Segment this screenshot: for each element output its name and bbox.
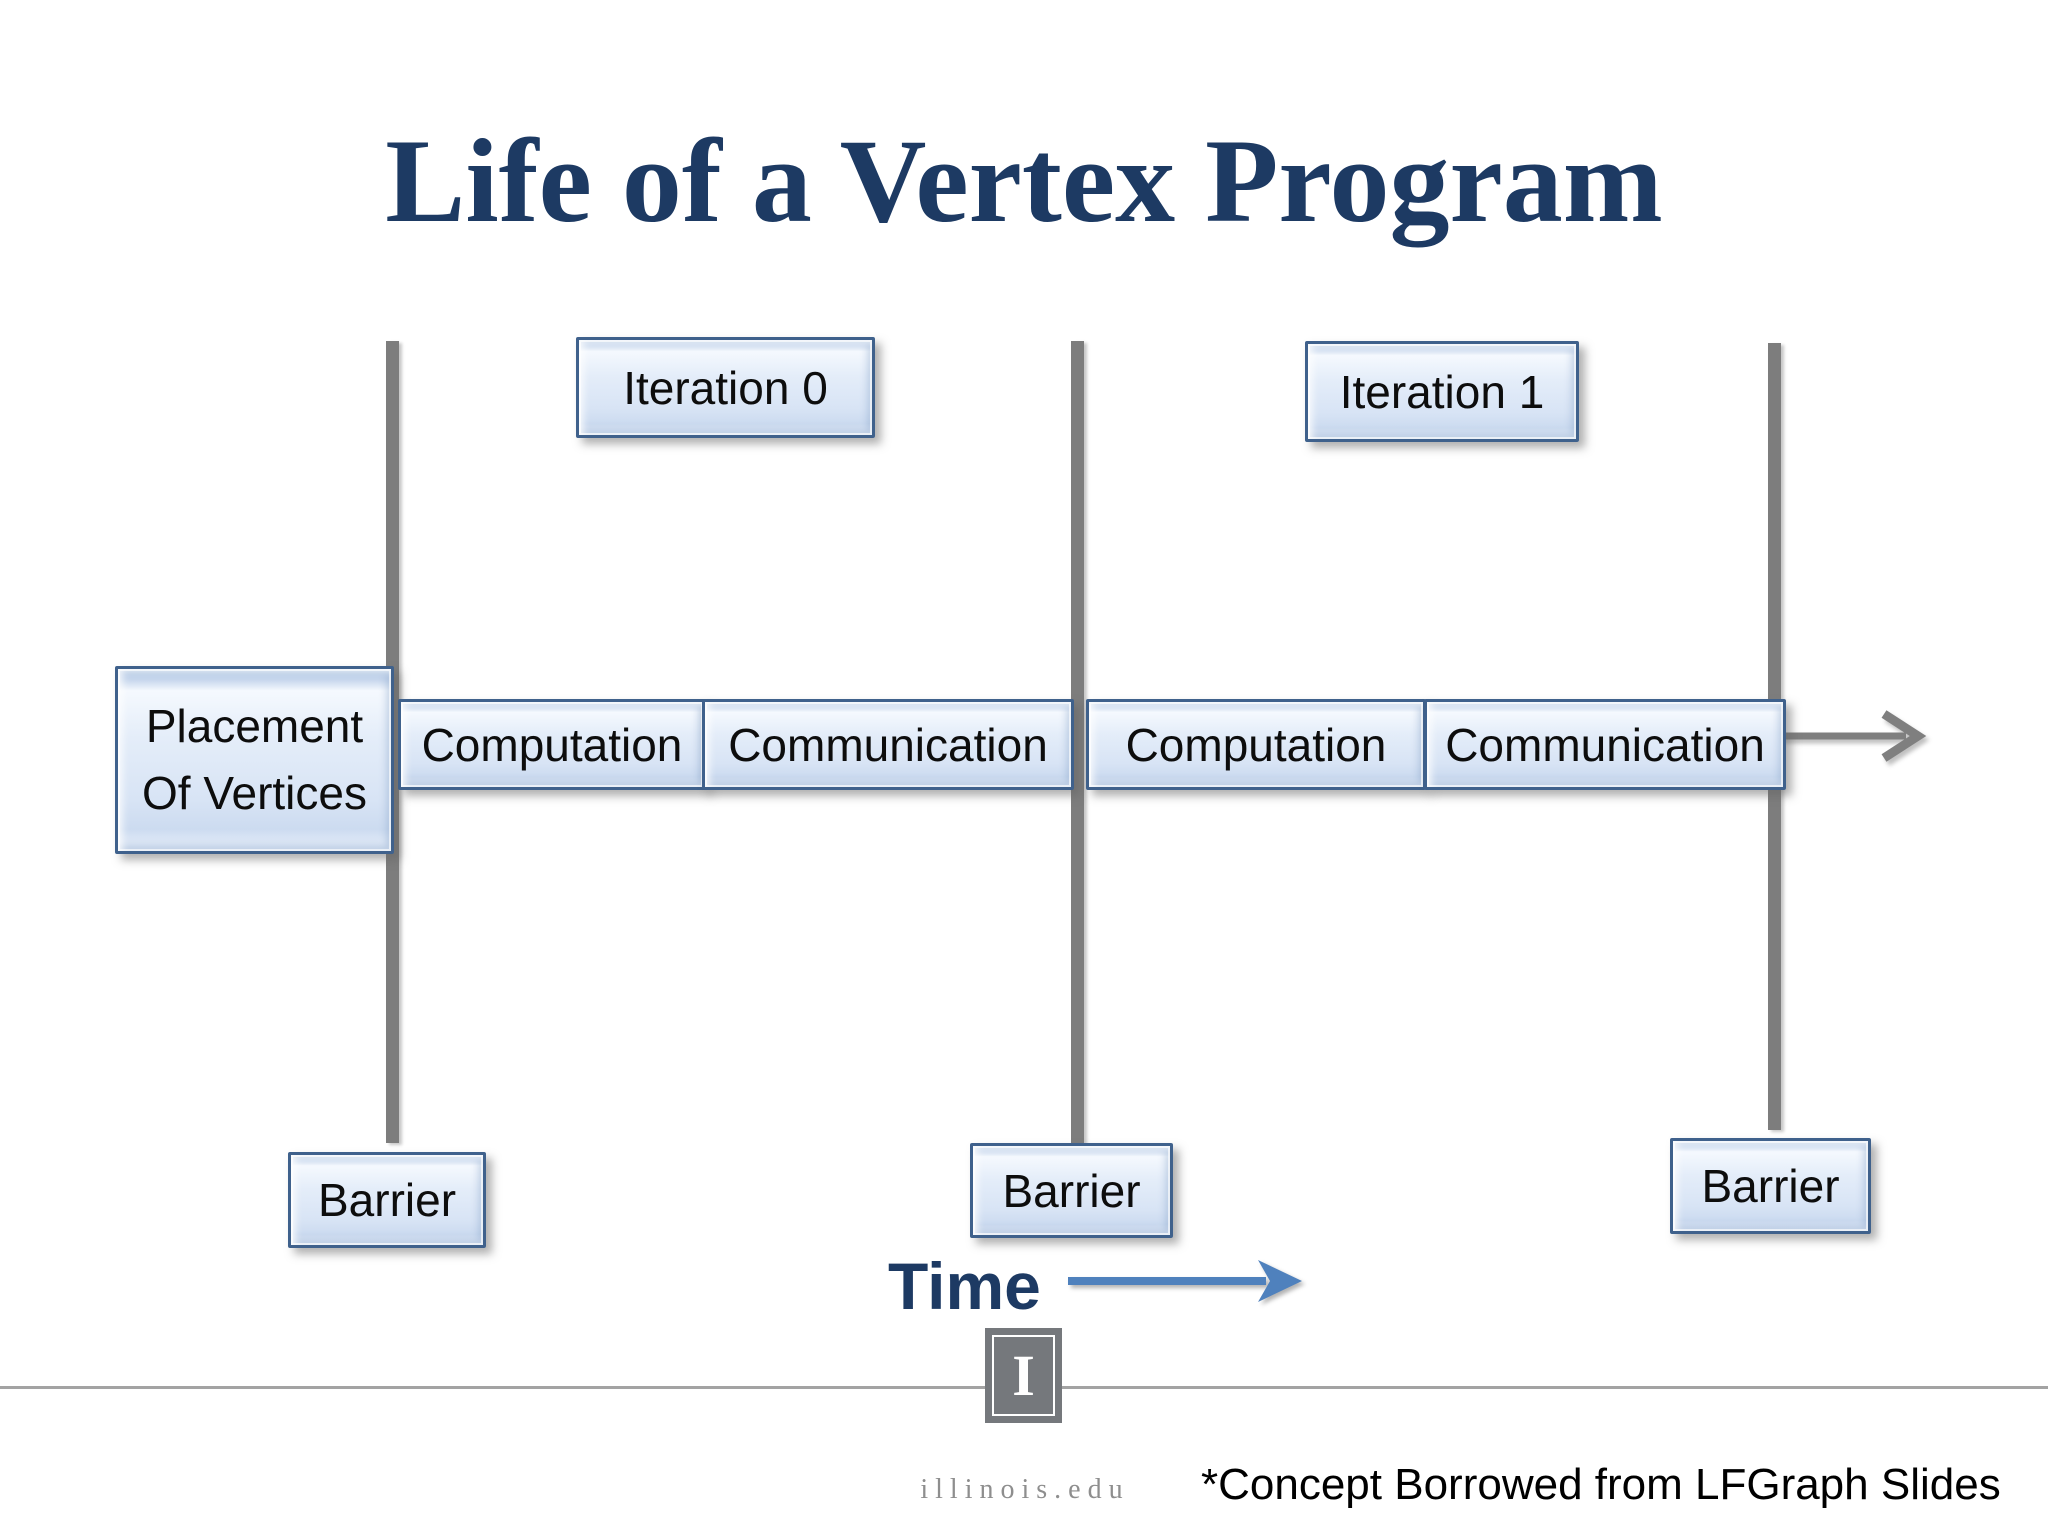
footnote: *Concept Borrowed from LFGraph Slides (1201, 1460, 2001, 1509)
iteration-0-box: Iteration 0 (576, 337, 875, 438)
barrier-line-2 (1071, 341, 1084, 1150)
barrier-box-1: Barrier (288, 1152, 486, 1248)
computation-box-2: Computation (1086, 699, 1426, 790)
communication-box-2: Communication (1424, 699, 1786, 790)
time-label: Time (888, 1249, 1041, 1323)
iteration-1-label: Iteration 1 (1339, 365, 1545, 418)
iteration-1-box: Iteration 1 (1305, 341, 1579, 442)
communication-label-1: Communication (728, 718, 1048, 771)
slide-title: Life of a Vertex Program (385, 114, 1663, 247)
flow-arrow-icon (1778, 710, 1927, 762)
placement-label: Placement Of Vertices (142, 693, 367, 826)
computation-label-2: Computation (1125, 718, 1387, 771)
barrier-label-3: Barrier (1701, 1160, 1840, 1212)
iteration-0-label: Iteration 0 (623, 361, 828, 414)
computation-label-1: Computation (421, 718, 683, 771)
illinois-domain-text: illinois.edu (920, 1474, 1130, 1505)
placement-line-1: Placement (145, 700, 364, 753)
placement-line-2: Of Vertices (142, 767, 367, 819)
communication-label-2: Communication (1445, 718, 1765, 771)
communication-box-1: Communication (702, 699, 1074, 790)
barrier-box-2: Barrier (970, 1143, 1173, 1238)
computation-box-1: Computation (398, 699, 706, 790)
illinois-logo-column-icon: I (992, 1335, 1055, 1416)
illinois-logo: I (985, 1328, 1062, 1423)
barrier-label-2: Barrier (1002, 1164, 1141, 1217)
barrier-box-3: Barrier (1670, 1138, 1871, 1234)
barrier-label-1: Barrier (317, 1174, 457, 1226)
time-arrow-icon (1068, 1260, 1302, 1302)
placement-of-vertices-box: Placement Of Vertices (115, 666, 394, 854)
